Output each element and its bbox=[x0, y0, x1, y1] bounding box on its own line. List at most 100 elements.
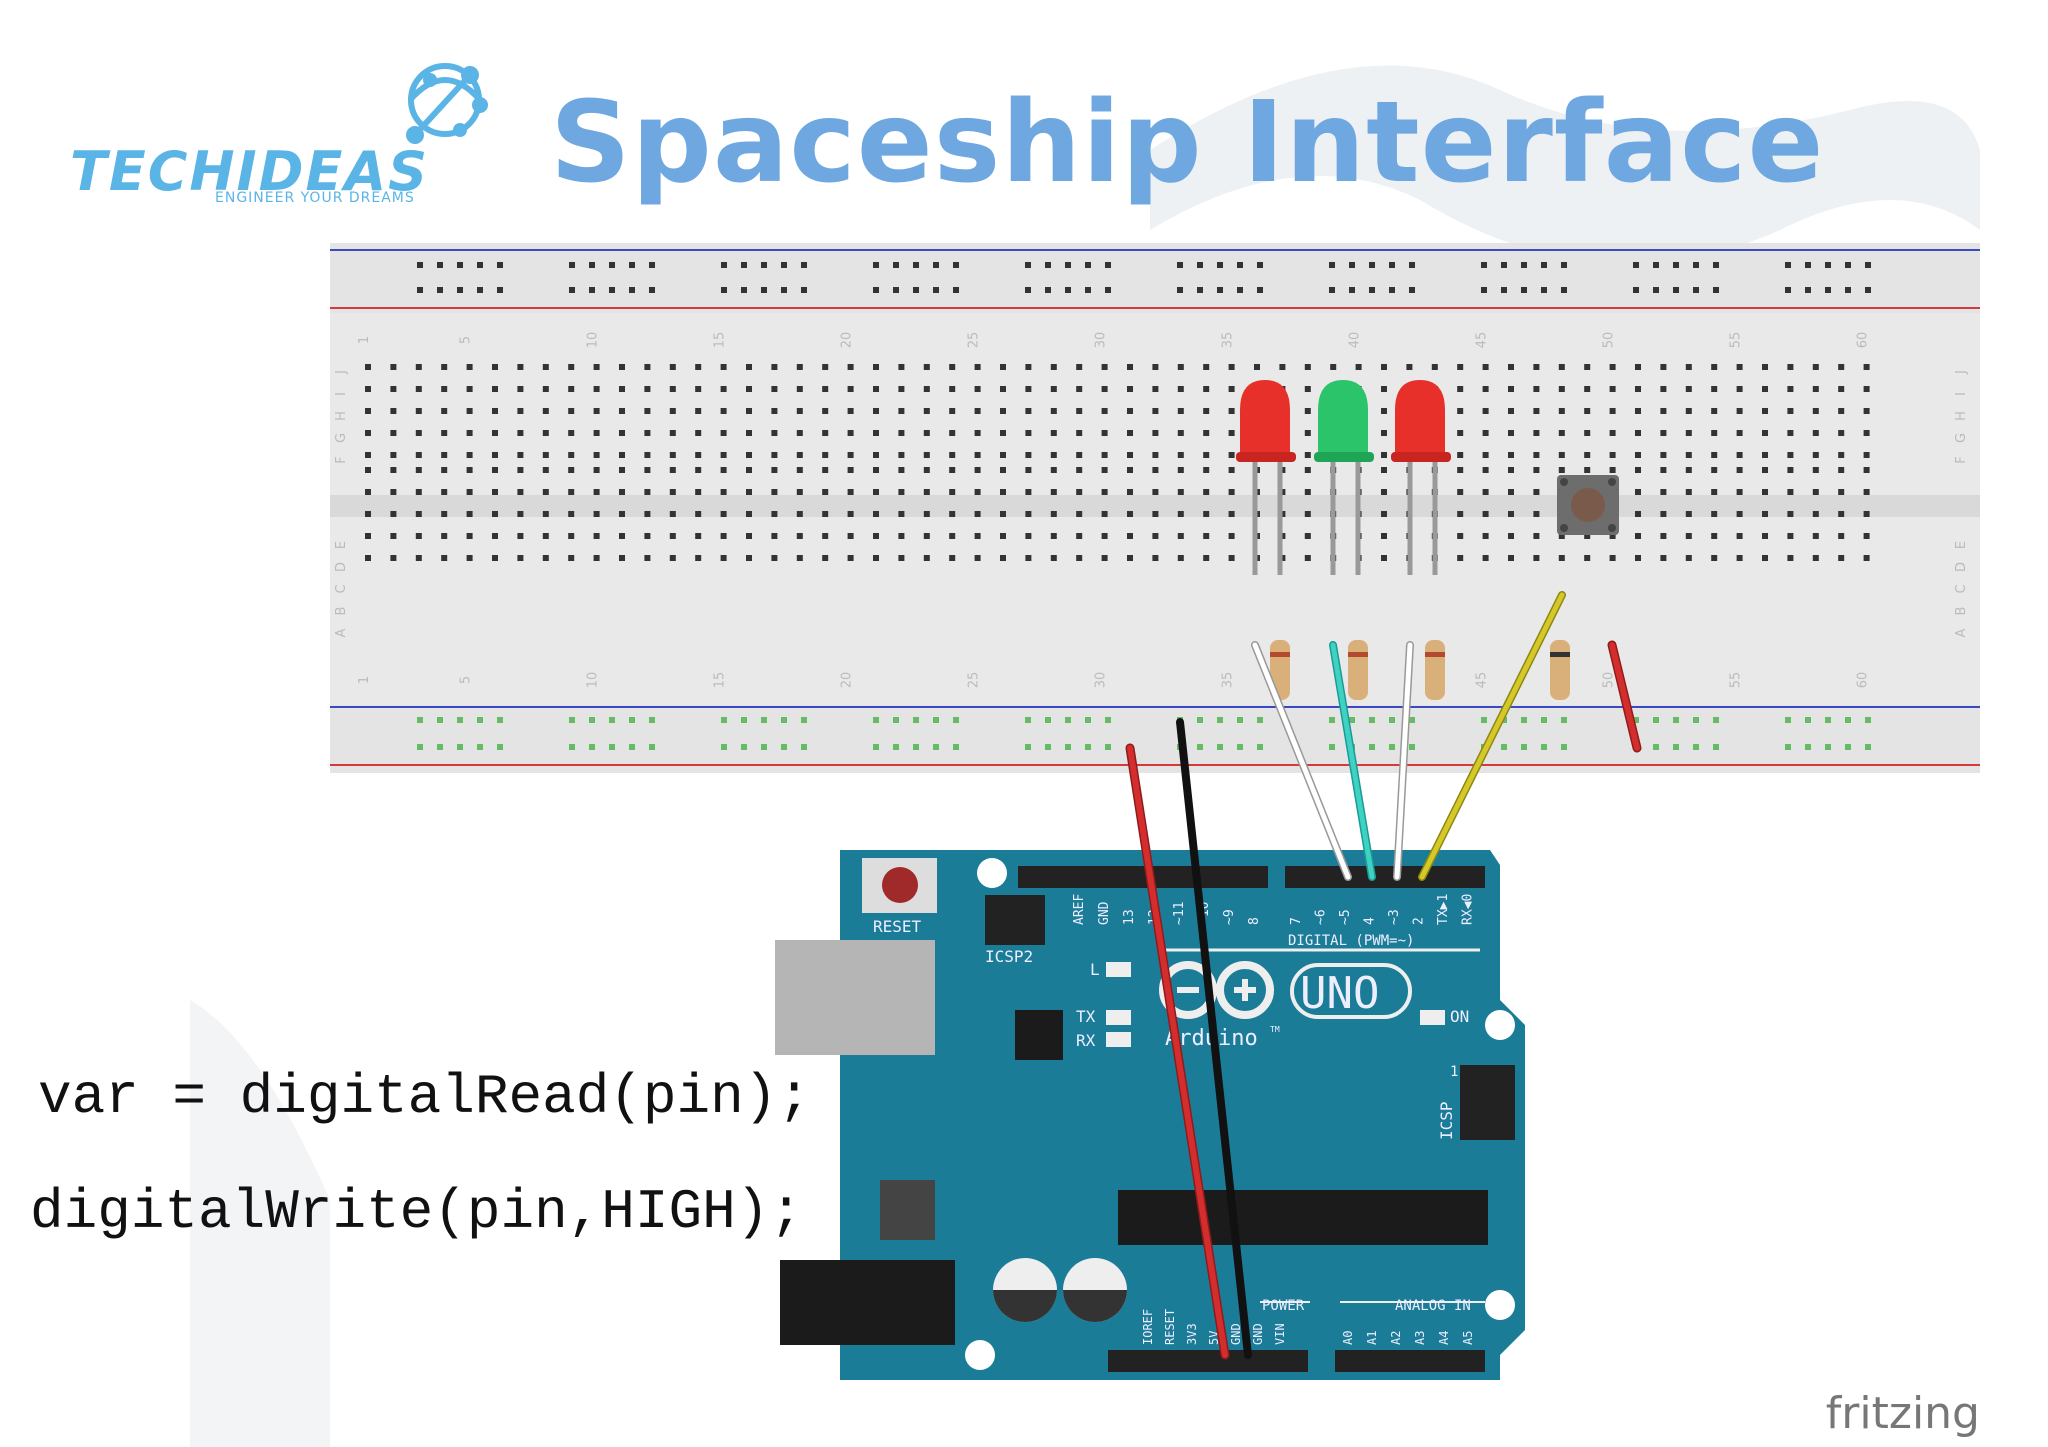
power-pin-label: GND bbox=[1229, 1323, 1243, 1345]
analog-in-label: ANALOG IN bbox=[1395, 1298, 1471, 1314]
analog-pin-label: A0 bbox=[1341, 1331, 1355, 1345]
trademark-label: TM bbox=[1270, 1025, 1280, 1034]
breadboard-label: I bbox=[1954, 392, 1969, 396]
breadboard-label: A bbox=[334, 628, 349, 637]
digital-pin-label: 13 bbox=[1122, 909, 1137, 925]
breadboard-label: D bbox=[334, 562, 349, 572]
breadboard-label: G bbox=[1954, 433, 1969, 443]
breadboard-label: E bbox=[1954, 541, 1969, 549]
breadboard-label: 5 bbox=[459, 676, 474, 684]
breadboard-label: B bbox=[334, 607, 349, 616]
breadboard-label: D bbox=[1954, 562, 1969, 572]
page-title: Spaceship Interface bbox=[550, 78, 1825, 208]
digital-pin-label: AREF bbox=[1072, 894, 1087, 925]
breadboard-label: 45 bbox=[1475, 332, 1490, 349]
digital-pin-label: ~6 bbox=[1314, 909, 1329, 925]
breadboard-label: 40 bbox=[1348, 332, 1363, 349]
breadboard-label: 50 bbox=[1602, 672, 1617, 689]
analog-pin-label: A5 bbox=[1461, 1331, 1475, 1345]
resistors bbox=[1270, 640, 1570, 700]
breadboard-label: 20 bbox=[840, 672, 855, 689]
power-label: POWER bbox=[1262, 1298, 1305, 1314]
breadboard-label: 20 bbox=[840, 332, 855, 349]
reset-label: RESET bbox=[873, 917, 922, 936]
digital-pin-label: ~11 bbox=[1172, 902, 1187, 925]
breadboard-label: C bbox=[334, 584, 349, 593]
analog-pin-label: A1 bbox=[1365, 1331, 1379, 1345]
digital-pin-label: ~9 bbox=[1222, 909, 1237, 925]
breadboard-label: C bbox=[1954, 584, 1969, 593]
fritzing-watermark: fritzing bbox=[1825, 1388, 1980, 1439]
breadboard-label: F bbox=[334, 456, 349, 463]
analog-pin-label: A4 bbox=[1437, 1331, 1451, 1345]
digital-pin-label: 2 bbox=[1412, 917, 1427, 925]
led-green bbox=[1314, 380, 1374, 575]
analog-pin-label: A2 bbox=[1389, 1331, 1403, 1345]
breadboard-label: 25 bbox=[967, 672, 982, 689]
breadboard-label: 60 bbox=[1856, 672, 1871, 689]
breadboard-label: 35 bbox=[1221, 332, 1236, 349]
breadboard-label: 10 bbox=[586, 332, 601, 349]
icsp2-label: ICSP2 bbox=[985, 947, 1033, 966]
power-pin-label: IOREF bbox=[1141, 1309, 1155, 1345]
power-pin-label: VIN bbox=[1273, 1323, 1287, 1345]
digital-label: DIGITAL (PWM=~) bbox=[1288, 933, 1414, 949]
breadboard-label: 10 bbox=[586, 672, 601, 689]
breadboard-label: A bbox=[1954, 628, 1969, 637]
power-pin-label: GND bbox=[1251, 1323, 1265, 1345]
breadboard-label: J bbox=[334, 370, 349, 375]
on-label: ON bbox=[1450, 1007, 1469, 1026]
breadboard-label: 5 bbox=[459, 336, 474, 344]
digital-pin-label: 7 bbox=[1289, 917, 1304, 925]
logo-tagline: ENGINEER YOUR DREAMS bbox=[215, 190, 415, 206]
breadboard-label: B bbox=[1954, 607, 1969, 616]
analog-pin-label: A3 bbox=[1413, 1331, 1427, 1345]
breadboard-label: 1 bbox=[357, 676, 372, 684]
digital-pin-label: GND bbox=[1097, 901, 1112, 925]
rx-label: RX bbox=[1076, 1031, 1096, 1050]
led-l-label: L bbox=[1090, 960, 1100, 979]
breadboard-label: 30 bbox=[1094, 672, 1109, 689]
breadboard-label: E bbox=[334, 541, 349, 549]
digital-pin-label: ~5 bbox=[1338, 909, 1353, 925]
code-digitalwrite: digitalWrite(pin,HIGH); bbox=[30, 1180, 803, 1244]
breadboard-label: G bbox=[334, 433, 349, 443]
breadboard-label: 55 bbox=[1729, 672, 1744, 689]
tx-label: TX bbox=[1076, 1007, 1096, 1026]
digital-pin-label: ~3 bbox=[1387, 909, 1402, 925]
breadboard-label: 25 bbox=[967, 332, 982, 349]
breadboard-label: J bbox=[1954, 370, 1969, 375]
breadboard-label: 50 bbox=[1602, 332, 1617, 349]
digital-pin-label: RX◀0 bbox=[1461, 894, 1476, 925]
digital-pin-label: TX▶1 bbox=[1436, 894, 1451, 925]
breadboard-label: 1 bbox=[357, 336, 372, 344]
power-pin-label: RESET bbox=[1163, 1309, 1177, 1345]
power-pin-label: 3V3 bbox=[1185, 1323, 1199, 1345]
breadboard: 1155101015152020252530303535404045455050… bbox=[330, 243, 1980, 773]
breadboard-label: 55 bbox=[1729, 332, 1744, 349]
breadboard-label: 60 bbox=[1856, 332, 1871, 349]
techideas-logo-icon bbox=[406, 63, 488, 144]
breadboard-label: 15 bbox=[713, 672, 728, 689]
uno-label: UNO bbox=[1300, 968, 1379, 1019]
icsp-label: ICSP bbox=[1437, 1101, 1456, 1140]
led-red-1 bbox=[1236, 380, 1296, 575]
icsp-pin1-label: 1 bbox=[1450, 1064, 1458, 1080]
breadboard-label: F bbox=[1954, 456, 1969, 463]
digital-pin-label: 4 bbox=[1363, 917, 1378, 925]
logo-wordmark: TECHIDEAS bbox=[70, 140, 430, 203]
breadboard-label: 30 bbox=[1094, 332, 1109, 349]
breadboard-label: I bbox=[334, 392, 349, 396]
led-red-2 bbox=[1391, 380, 1451, 575]
breadboard-label: H bbox=[1954, 411, 1969, 421]
breadboard-label: 45 bbox=[1475, 672, 1490, 689]
digital-pin-label: 8 bbox=[1247, 917, 1262, 925]
breadboard-label: 35 bbox=[1221, 672, 1236, 689]
breadboard-label: H bbox=[334, 411, 349, 421]
breadboard-label: 15 bbox=[713, 332, 728, 349]
wires bbox=[1125, 591, 1642, 1360]
pushbutton bbox=[1557, 475, 1619, 535]
